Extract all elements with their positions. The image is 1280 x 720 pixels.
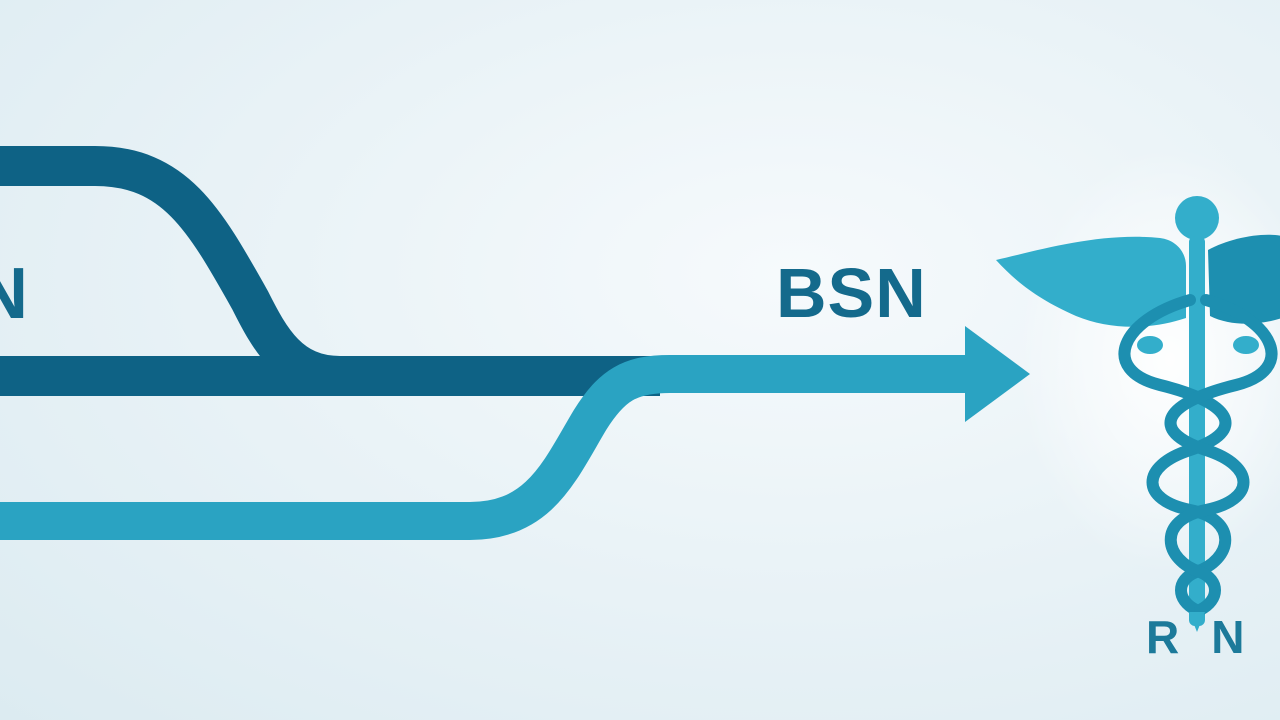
dark-pathway-upper <box>0 146 660 396</box>
rn-letter-n: N <box>1211 611 1247 663</box>
bsn-label: BSN <box>776 254 927 332</box>
caduceus-icon <box>996 196 1280 632</box>
rn-letter-r: R <box>1146 611 1182 663</box>
left-partial-label: N <box>0 254 29 334</box>
light-pathway <box>0 355 975 540</box>
arrowhead-icon <box>965 326 1030 422</box>
